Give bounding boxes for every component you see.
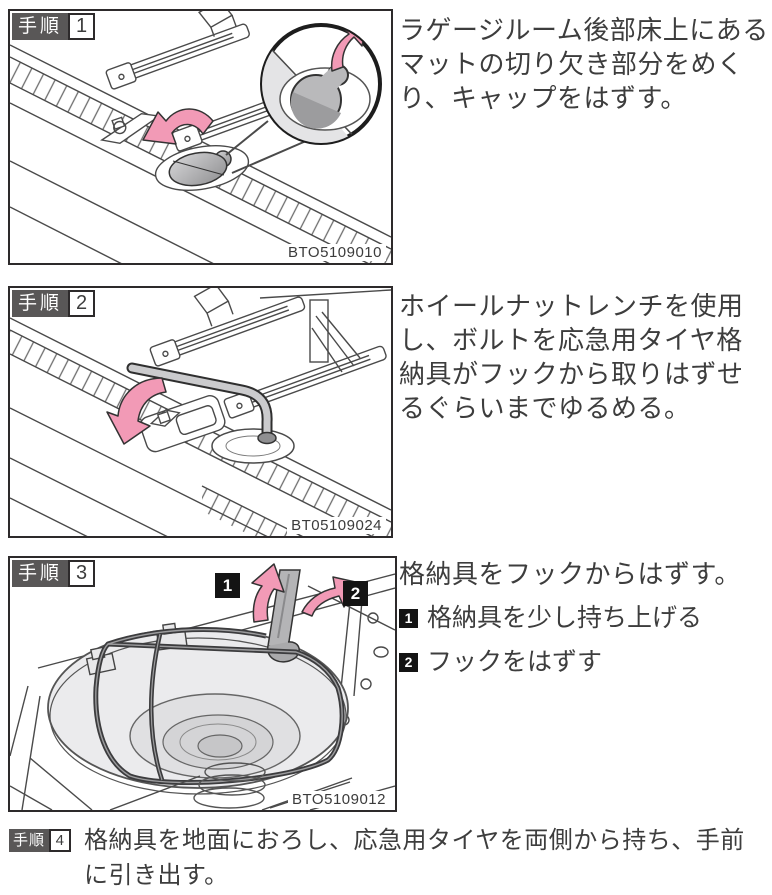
sub-step-2-marker: 2 [399, 653, 418, 672]
step-2-description: ホイールナットレンチを使用し、ボルトを応急用タイヤ格納具がフックから取りはずせる… [399, 291, 744, 423]
tire-carrier-frame-icon [93, 627, 345, 786]
step-2-tag: 手順 2 [12, 290, 96, 317]
step-label: 手順 [12, 13, 69, 40]
luggage-floor-cap-diagram [10, 11, 391, 263]
step-number: 2 [68, 290, 96, 317]
sub-step-2: 2 フックをはずす [399, 646, 769, 679]
step-number: 1 [68, 13, 96, 40]
step-label: 手順 [12, 560, 69, 587]
step-label: 手順 [9, 829, 50, 852]
diagram-callout-2: 2 [343, 581, 368, 606]
spare-tire-carrier-diagram [10, 563, 395, 810]
image-code: BTO5109010 [284, 244, 386, 261]
lift-carrier-arrow-icon [251, 563, 285, 623]
sub-step-2-text: フックをはずす [427, 648, 603, 676]
storage-hook-icon [149, 409, 181, 427]
sub-step-1-text: 格納具を少し持ち上げる [427, 604, 703, 632]
step-number: 3 [68, 560, 96, 587]
step-label: 手順 [12, 290, 69, 317]
step-1-illustration-panel: 手順 1 [8, 9, 393, 265]
step-1-description: ラゲージルーム後部床上にあるマットの切り欠き部分をめくり、キャップをはずす。 [399, 15, 769, 113]
step-3-description: 格納具をフックからはずす。 [399, 559, 741, 589]
step-number: 4 [49, 829, 72, 852]
step-4-section: 手順 4 格納具を地面におろし、応急用タイヤを両側から持ち、手前に引き出す。 [8, 823, 768, 893]
wheel-nut-wrench-icon [126, 362, 277, 445]
sub-step-1: 1 格納具を少し持ち上げる [399, 602, 769, 635]
sub-step-1-marker: 1 [399, 609, 418, 628]
remove-cap-arrow-icon [142, 108, 214, 145]
wheel-nut-wrench-diagram [10, 288, 391, 536]
step-3-text-block: 格納具をフックからはずす。 1 格納具を少し持ち上げる 2 フックをはずす [399, 557, 769, 679]
floor-cap-icon [168, 150, 232, 187]
diagram-callout-1: 1 [215, 573, 240, 598]
step-2-illustration-panel: 手順 2 [8, 286, 393, 538]
step-4-tag: 手順 4 [9, 829, 72, 852]
step-4-description: 格納具を地面におろし、応急用タイヤを両側から持ち、手前に引き出す。 [84, 827, 745, 889]
image-code: BTO5109012 [288, 791, 390, 808]
step-3-tag: 手順 3 [12, 560, 96, 587]
loosen-bolt-arrow-icon [106, 377, 167, 445]
step-1-tag: 手順 1 [12, 13, 96, 40]
step-3-illustration-panel: 手順 3 [8, 556, 397, 812]
image-code: BT05109024 [287, 517, 386, 534]
